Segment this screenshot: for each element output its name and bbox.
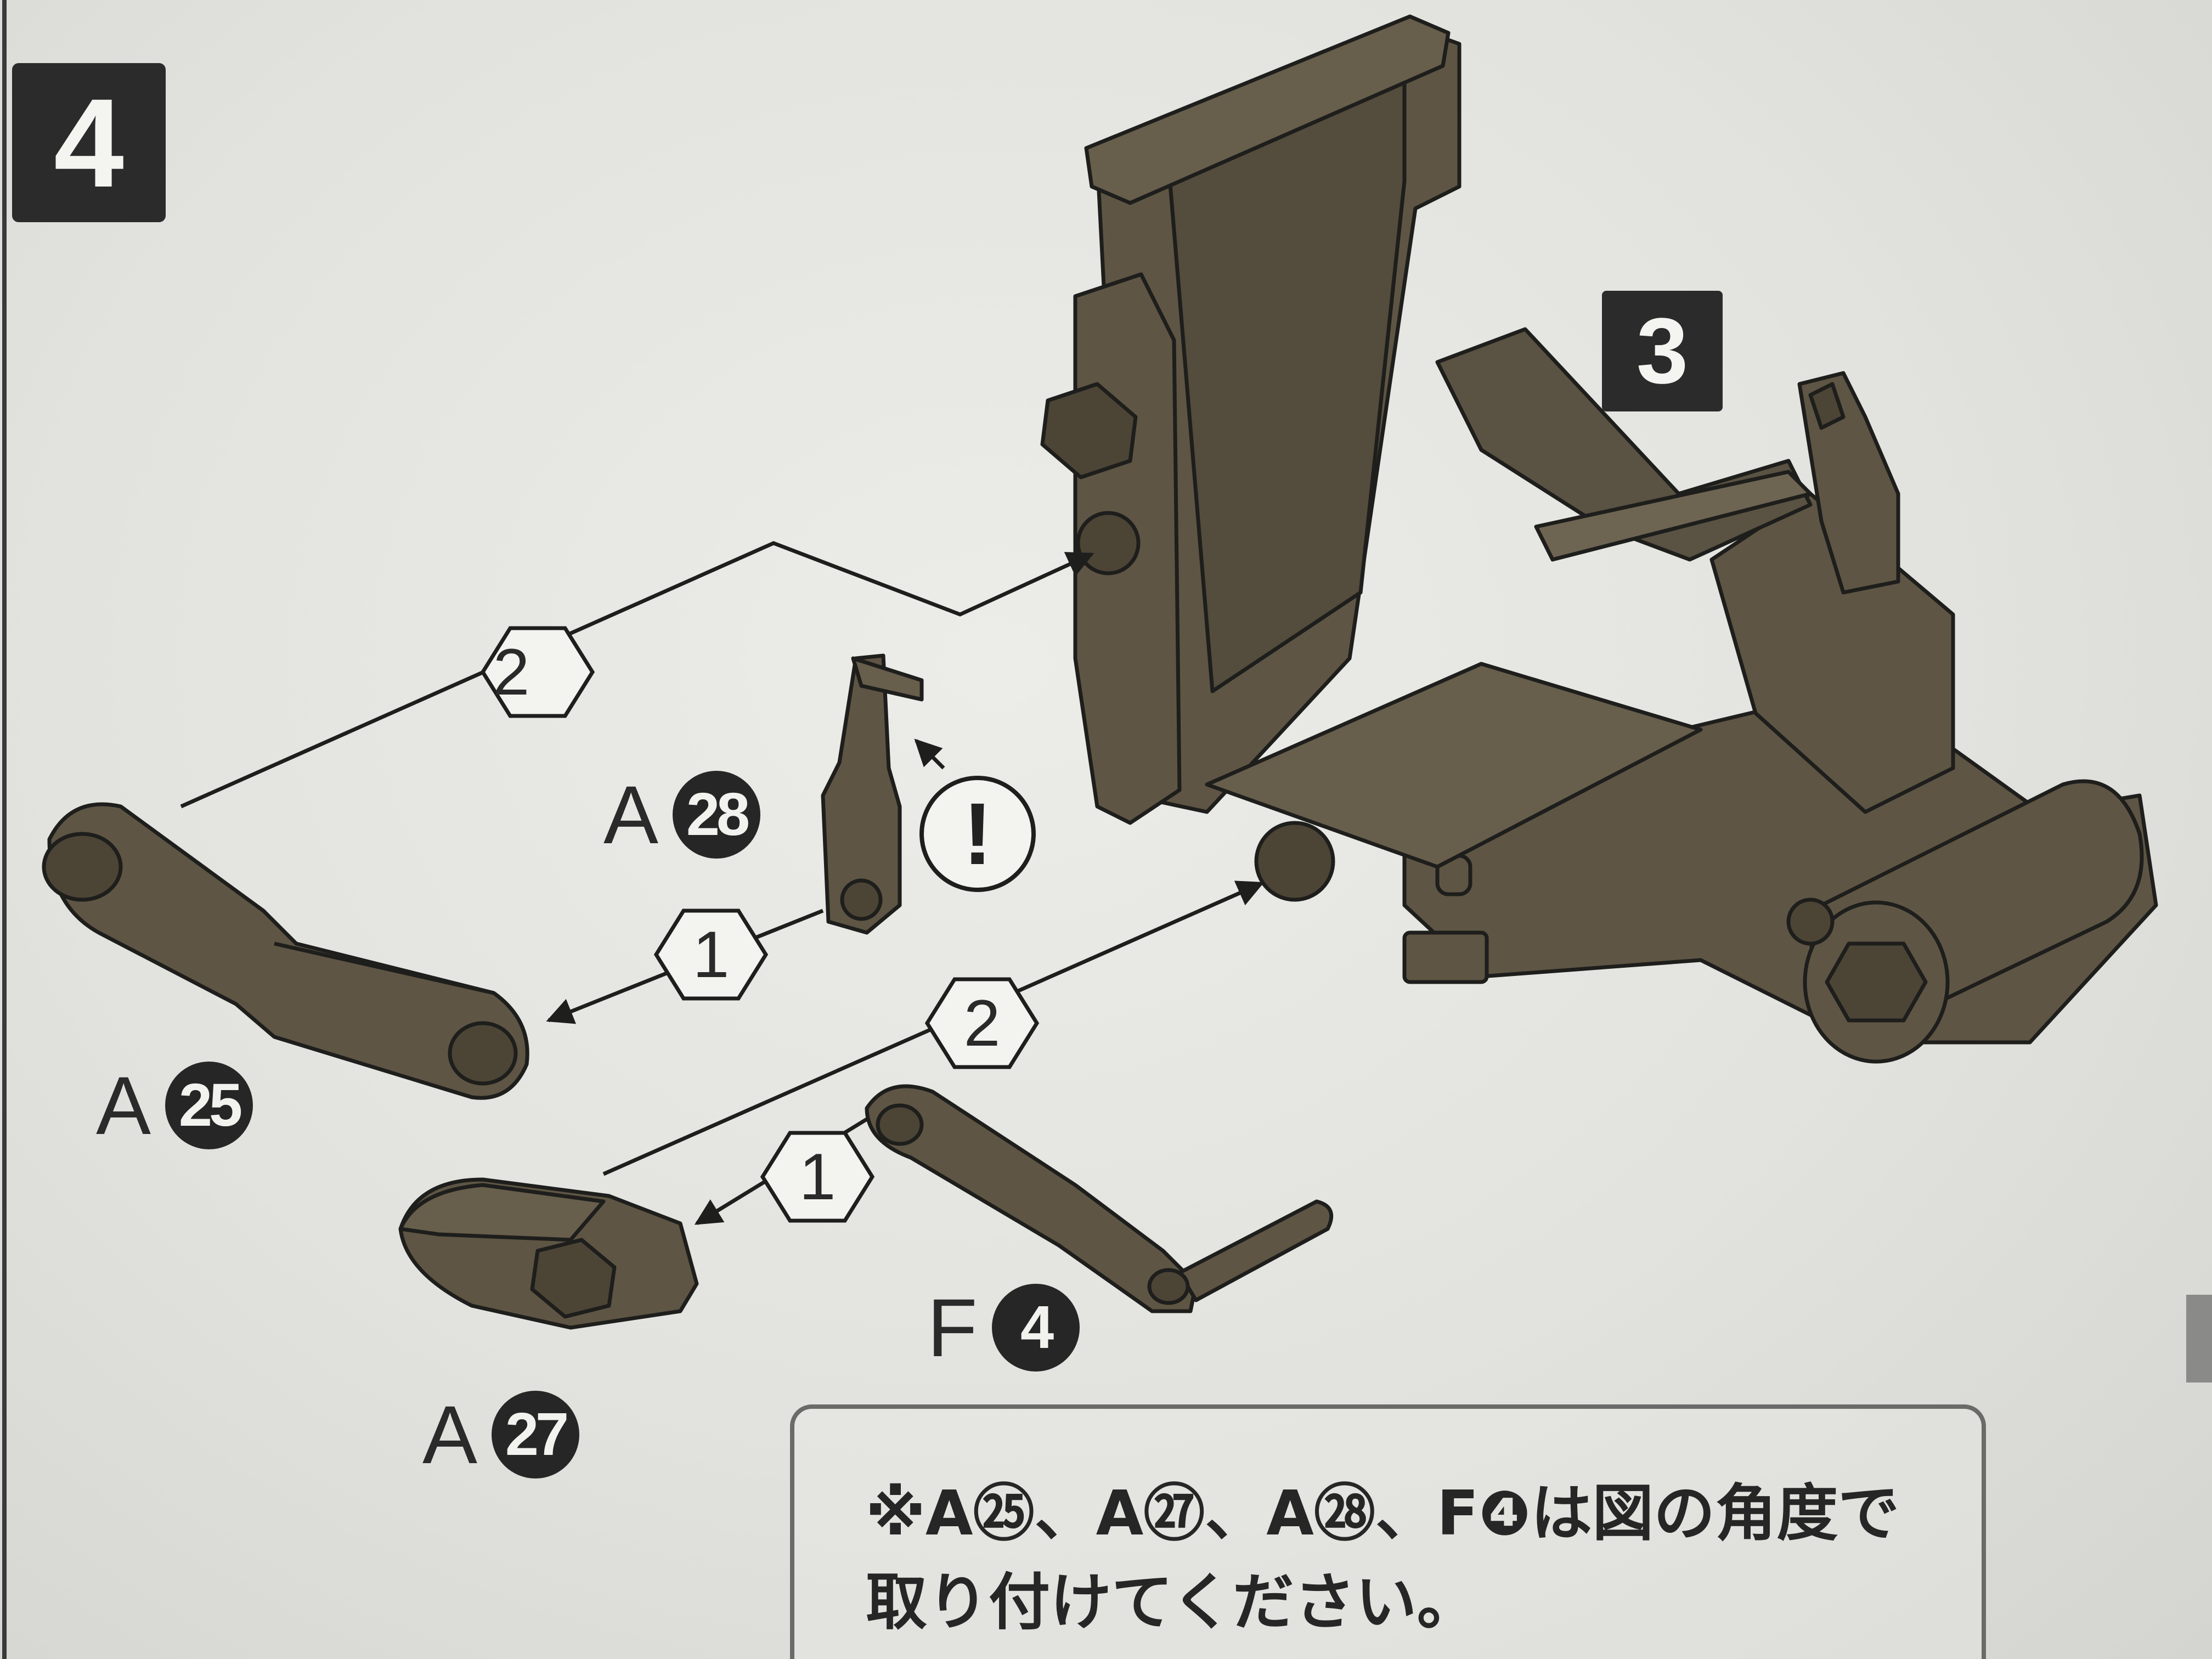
part-label-a27: A 27: [422, 1389, 580, 1481]
order-hexagons: [480, 626, 1040, 1223]
part-a25: [42, 802, 529, 1100]
order-mark-lower-second: 2: [963, 986, 1001, 1060]
hexagon-upper-first: [653, 909, 769, 1001]
part-label-f4: F 4: [927, 1284, 1080, 1372]
part-label-a25: A 25: [96, 1062, 253, 1149]
page-edge-tab: [2186, 1295, 2212, 1383]
seat-assembly: [1040, 14, 2158, 1064]
part-runner-letter: A: [96, 1059, 151, 1152]
part-number-badge: 4: [991, 1284, 1080, 1372]
part-a28: [821, 653, 924, 935]
order-mark-lower-first: 1: [799, 1140, 836, 1214]
part-f4: [865, 1084, 1334, 1313]
part-runner-letter: F: [927, 1282, 978, 1374]
hexagon-lower-first: [760, 1131, 875, 1223]
note-box: ※A㉕、A㉗、A㉘、F❹は図の角度で 取り付けてください。: [790, 1404, 1986, 1659]
part-label-a28: A 28: [603, 769, 761, 861]
order-mark-upper-first: 1: [692, 918, 730, 991]
reference-step-badge: 3: [1602, 291, 1723, 411]
note-line-2: 取り付けてください。: [866, 1567, 1479, 1639]
hexagon-lower-second: [924, 977, 1040, 1069]
hexagon-upper-second: [480, 626, 595, 718]
part-number-badge: 28: [673, 771, 761, 859]
part-number-badge: 27: [492, 1391, 580, 1479]
note-line-1: ※A㉕、A㉗、A㉘、F❹は図の角度で: [866, 1478, 1900, 1549]
part-runner-letter: A: [603, 769, 659, 861]
part-runner-letter: A: [422, 1389, 478, 1481]
caution-mark: !: [963, 785, 992, 883]
part-number-badge: 25: [165, 1062, 253, 1149]
part-a27: [398, 1177, 699, 1330]
order-mark-upper-second: 2: [493, 635, 530, 709]
step-number-badge: 4: [12, 63, 166, 222]
caution-circle: [919, 776, 1036, 892]
